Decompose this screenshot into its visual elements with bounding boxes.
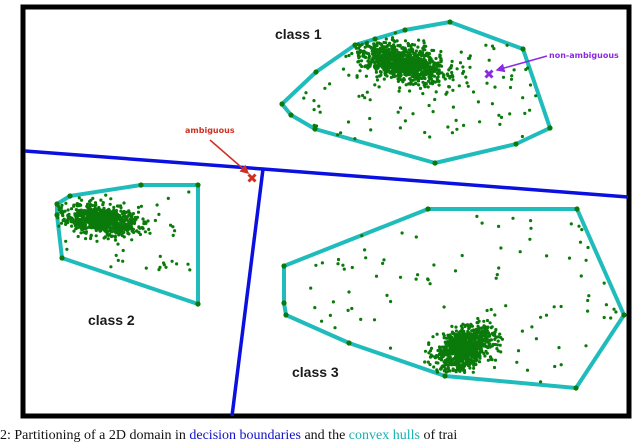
hull-vertex [138, 182, 144, 188]
non-ambiguous-label: non-ambiguous [549, 51, 619, 60]
hull-vertex [352, 42, 358, 48]
convex-hull-class-1 [280, 20, 552, 165]
hull-vertex [547, 125, 553, 131]
hull-vertex [402, 27, 408, 33]
convex-hull-class-2 [55, 183, 200, 306]
vertical-boundary [230, 168, 265, 417]
data-points [55, 31, 618, 384]
points-class-1 [302, 31, 538, 141]
hull-vertex [281, 263, 287, 269]
hull-vertex [67, 193, 73, 199]
hull-vertex [195, 301, 201, 307]
hull-vertex [574, 206, 580, 212]
caption-middle: and the [300, 428, 349, 443]
convex-hull-class-3 [282, 207, 626, 390]
non-ambiguous-arrow [495, 55, 548, 73]
hull-vertex [281, 300, 287, 306]
hull-vertex [432, 160, 438, 166]
hull-vertex [513, 141, 519, 147]
ambiguous-arrow [209, 139, 250, 174]
hull-vertex [288, 112, 294, 118]
hull-vertex [59, 255, 65, 261]
caption-suffix: of trai [419, 428, 458, 443]
annotation-arrows [209, 55, 548, 183]
non-ambiguous-x-marker-icon [484, 69, 494, 79]
class-2-label: class 2 [88, 312, 135, 328]
hull-vertex [520, 46, 526, 52]
hull-vertex [54, 201, 60, 207]
points-class-3 [309, 214, 618, 384]
hull-vertex [195, 182, 201, 188]
hull-vertex [621, 312, 627, 318]
hull-vertex [312, 126, 318, 132]
hull-vertex [54, 212, 60, 218]
caption-prefix: 2: Partitioning of a 2D domain in [0, 428, 190, 443]
ambiguous-x-marker-icon [247, 173, 257, 183]
plot-frame [20, 4, 632, 419]
hull-vertex [442, 373, 448, 379]
ambiguous-label: ambiguous [185, 126, 235, 135]
hull-vertex [313, 69, 319, 75]
decision-boundaries [24, 149, 629, 417]
hull-vertex [447, 19, 453, 25]
hull-vertices [54, 19, 627, 391]
caption-decision-boundaries: decision boundaries [189, 428, 301, 443]
hull-vertex [425, 206, 431, 212]
class-3-label: class 3 [292, 364, 339, 380]
points-class-2 [55, 190, 192, 272]
hull-vertex [372, 36, 378, 42]
hull-vertex [283, 312, 289, 318]
hull-vertex [279, 101, 285, 107]
caption-convex-hulls: convex hulls [348, 428, 420, 443]
class-1-label: class 1 [275, 26, 322, 42]
hull-vertex [573, 385, 579, 391]
hull-vertex [346, 340, 352, 346]
figure-caption: 2: Partitioning of a 2D domain in decisi… [0, 428, 640, 444]
